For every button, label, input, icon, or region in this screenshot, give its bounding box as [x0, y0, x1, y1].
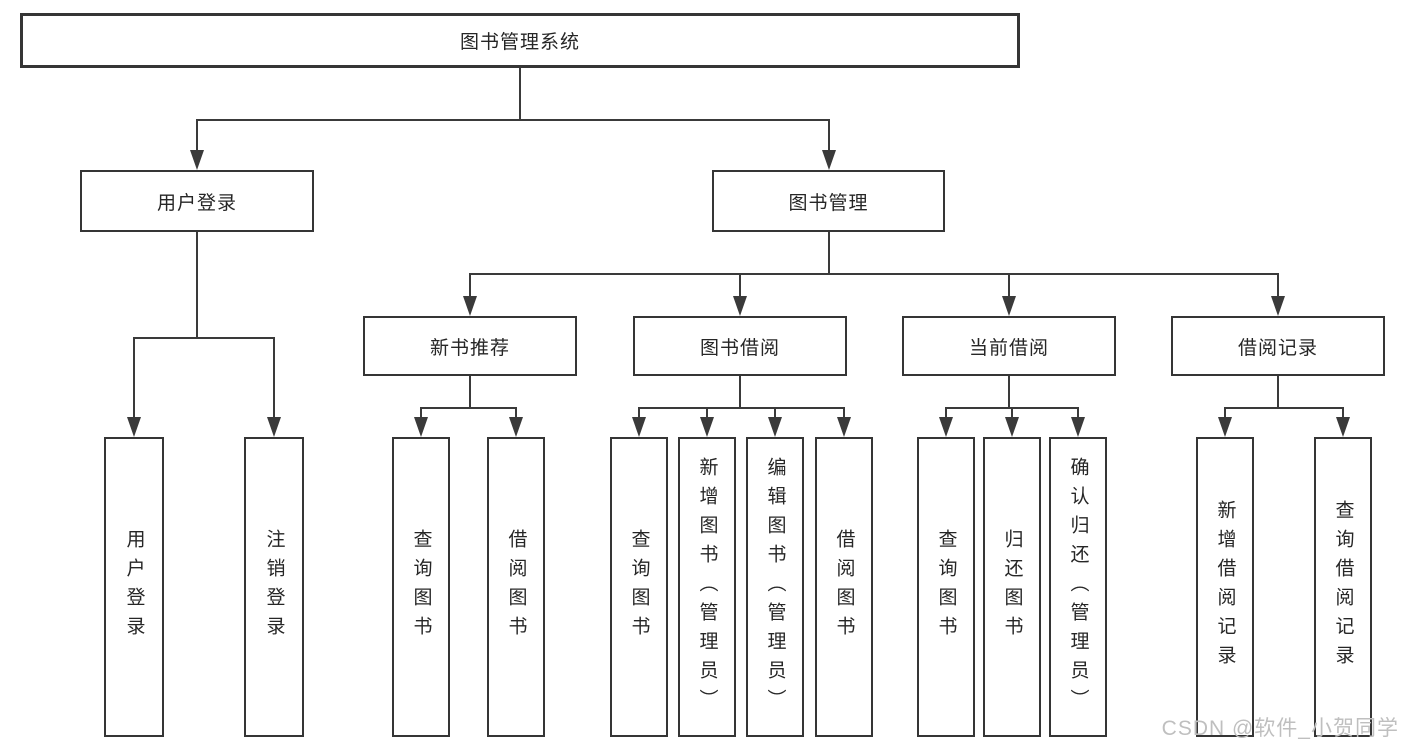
- leaf-borrow-book: 借阅图书: [815, 437, 873, 737]
- connector-leaf-stem: [706, 408, 708, 419]
- connector-leaf-stem: [420, 408, 422, 419]
- node-library-system: 图书管理系统: [20, 13, 1020, 68]
- connector-leaf-stem: [638, 408, 640, 419]
- arrow-down-icon: [1336, 417, 1350, 437]
- node-current-borrow-label: 当前借阅: [968, 337, 1049, 359]
- node-user-login-label: 用户登录: [156, 192, 237, 214]
- leaf-current-query-label: 查询图书: [935, 529, 957, 645]
- leaf-records-add-label: 新增借阅记录: [1214, 500, 1236, 674]
- connector-arrow-book-borrow: [739, 274, 741, 297]
- connector-arrow-login-leaf: [133, 338, 135, 418]
- node-user-login: 用户登录: [80, 170, 314, 232]
- leaf-records-query: 查询借阅记录: [1314, 437, 1372, 737]
- arrow-down-icon: [733, 296, 747, 316]
- leaf-user-login: 用户登录: [104, 437, 164, 737]
- connector-user-login-stem: [196, 232, 198, 338]
- leaf-current-return-label: 归还图书: [1001, 529, 1023, 645]
- arrow-down-icon: [1005, 417, 1019, 437]
- arrow-down-icon: [939, 417, 953, 437]
- arrow-down-icon: [1071, 417, 1085, 437]
- leaf-logout: 注销登录: [244, 437, 304, 737]
- leaf-current-confirm-admin: 确认归还（管理员）: [1049, 437, 1107, 737]
- node-borrow-records: 借阅记录: [1171, 316, 1385, 376]
- leaf-borrow-book-label: 借阅图书: [833, 529, 855, 645]
- arrow-down-icon: [632, 417, 646, 437]
- arrow-down-icon: [837, 417, 851, 437]
- node-borrow-records-label: 借阅记录: [1237, 337, 1318, 359]
- connector-book-borrow-stem: [739, 376, 741, 408]
- arrow-down-icon: [414, 417, 428, 437]
- leaf-current-return: 归还图书: [983, 437, 1041, 737]
- arrow-down-icon: [768, 417, 782, 437]
- connector-borrow-records-bar: [1224, 407, 1344, 409]
- arrow-down-icon: [267, 417, 281, 437]
- connector-leaf-stem: [1077, 408, 1079, 419]
- arrow-down-icon: [822, 150, 836, 170]
- arrow-down-icon: [1218, 417, 1232, 437]
- leaf-logout-label: 注销登录: [263, 529, 285, 645]
- connector-leaf-stem: [843, 408, 845, 419]
- leaf-borrow-edit-admin: 编辑图书（管理员）: [746, 437, 804, 737]
- leaf-new-books-query: 查询图书: [392, 437, 450, 737]
- leaf-borrow-edit-admin-label: 编辑图书（管理员）: [764, 456, 786, 718]
- node-new-books-label: 新书推荐: [429, 337, 510, 359]
- leaf-borrow-add-admin: 新增图书（管理员）: [678, 437, 736, 737]
- connector-leaf-stem: [945, 408, 947, 419]
- connector-root-stem: [519, 68, 521, 120]
- arrow-down-icon: [1002, 296, 1016, 316]
- node-book-mgmt: 图书管理: [712, 170, 945, 232]
- leaf-user-login-label: 用户登录: [123, 529, 145, 645]
- leaf-records-add: 新增借阅记录: [1196, 437, 1254, 737]
- node-book-borrow: 图书借阅: [633, 316, 847, 376]
- connector-book-borrow-bar: [638, 407, 845, 409]
- node-book-mgmt-label: 图书管理: [788, 192, 869, 214]
- arrow-down-icon: [463, 296, 477, 316]
- connector-new-books-stem: [469, 376, 471, 408]
- arrow-down-icon: [1271, 296, 1285, 316]
- node-book-borrow-label: 图书借阅: [699, 337, 780, 359]
- connector-arrow-user-login: [196, 120, 198, 152]
- leaf-new-books-borrow-label: 借阅图书: [505, 529, 527, 645]
- leaf-records-query-label: 查询借阅记录: [1332, 500, 1354, 674]
- connector-arrow-borrow-records: [1277, 274, 1279, 297]
- connector-arrow-book-mgmt: [828, 120, 830, 152]
- connector-leaf-stem: [515, 408, 517, 419]
- node-library-system-label: 图书管理系统: [459, 32, 580, 53]
- arrow-down-icon: [190, 150, 204, 170]
- connector-current-borrow-stem: [1008, 376, 1010, 408]
- leaf-current-query: 查询图书: [917, 437, 975, 737]
- connector-arrow-new-books: [469, 274, 471, 297]
- leaf-new-books-borrow: 借阅图书: [487, 437, 545, 737]
- arrow-down-icon: [700, 417, 714, 437]
- connector-leaf-stem: [1011, 408, 1013, 419]
- leaf-borrow-query-label: 查询图书: [628, 529, 650, 645]
- connector-level2-bar: [196, 119, 830, 121]
- connector-leaf-stem: [1342, 408, 1344, 419]
- arrow-down-icon: [127, 417, 141, 437]
- connector-leaf-stem: [774, 408, 776, 419]
- csdn-watermark: CSDN @软件_小贺同学: [1161, 717, 1399, 740]
- arrow-down-icon: [509, 417, 523, 437]
- node-new-books: 新书推荐: [363, 316, 577, 376]
- connector-user-login-bar: [133, 337, 275, 339]
- node-current-borrow: 当前借阅: [902, 316, 1116, 376]
- leaf-current-confirm-admin-label: 确认归还（管理员）: [1067, 456, 1089, 718]
- connector-level3-bar: [469, 273, 1279, 275]
- connector-arrow-logout-leaf: [273, 338, 275, 418]
- connector-leaf-stem: [1224, 408, 1226, 419]
- leaf-borrow-query: 查询图书: [610, 437, 668, 737]
- connector-arrow-current-borrow: [1008, 274, 1010, 297]
- connector-book-mgmt-stem: [828, 232, 830, 274]
- leaf-borrow-add-admin-label: 新增图书（管理员）: [696, 456, 718, 718]
- connector-new-books-bar: [420, 407, 517, 409]
- connector-borrow-records-stem: [1277, 376, 1279, 408]
- leaf-new-books-query-label: 查询图书: [410, 529, 432, 645]
